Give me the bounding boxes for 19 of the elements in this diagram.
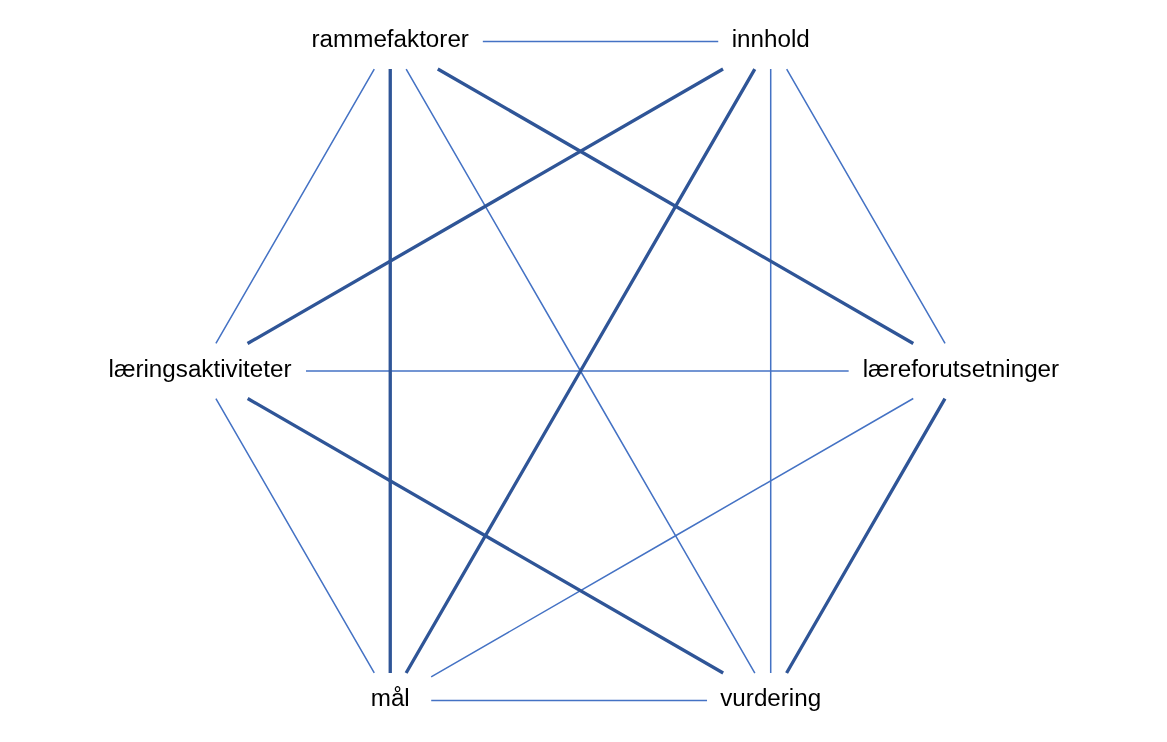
connector: [215, 397, 375, 674]
connector: [785, 397, 947, 674]
connector: [430, 699, 708, 702]
connector: [482, 40, 719, 43]
node-text: læringsaktiviteter: [108, 354, 292, 382]
connector: [246, 67, 724, 345]
node-text: rammefaktorer: [311, 25, 469, 53]
connector: [785, 68, 946, 345]
connector: [430, 397, 914, 678]
connector: [246, 397, 724, 675]
connector: [305, 370, 850, 372]
node-text: vurdering: [720, 684, 822, 712]
connector: [215, 68, 375, 345]
node-text: innhold: [731, 25, 810, 53]
node-text: mål: [370, 684, 410, 712]
node-text: læreforutsetninger: [862, 354, 1060, 382]
connector: [436, 67, 915, 345]
connector: [769, 68, 772, 674]
connector: [388, 69, 392, 673]
